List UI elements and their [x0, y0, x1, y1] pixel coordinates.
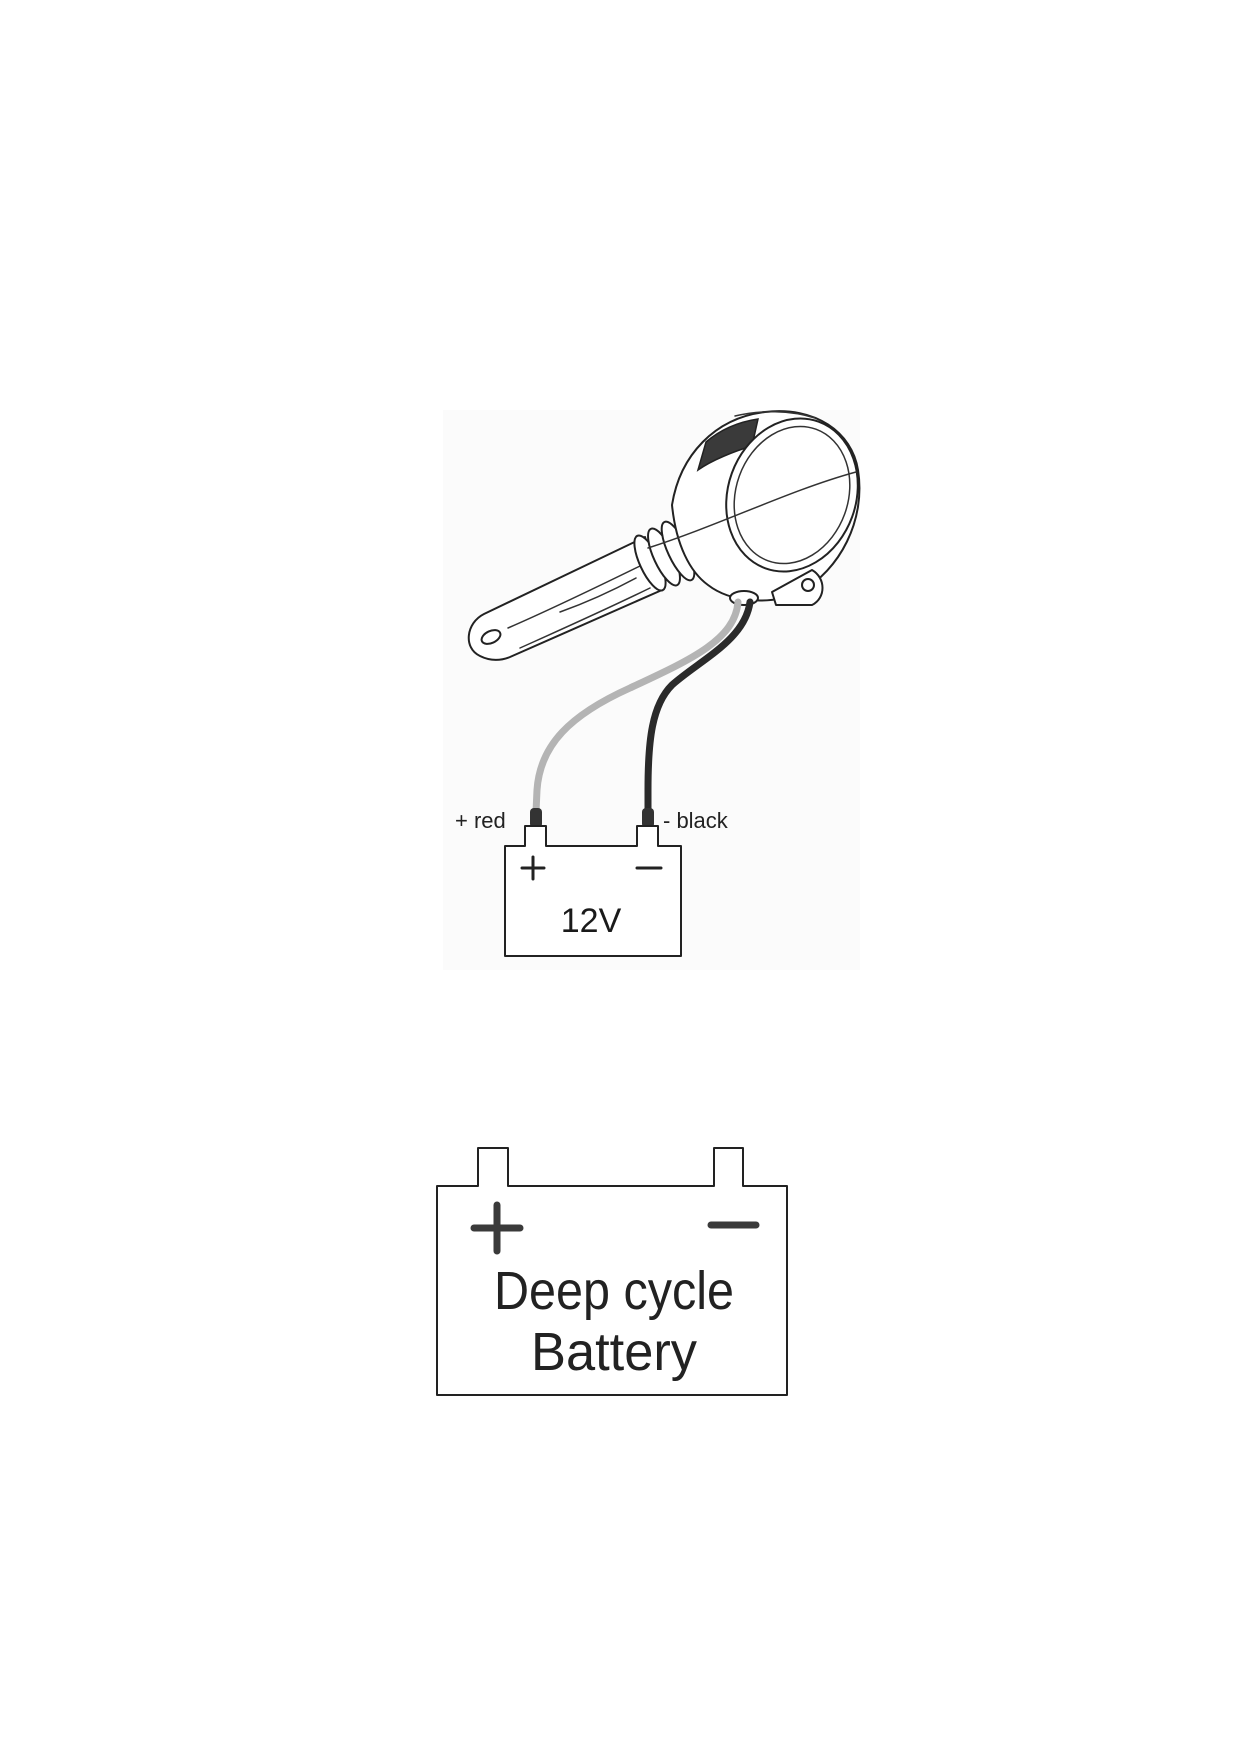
- head-face-ring: [733, 425, 851, 565]
- battery-12v-body: [504, 825, 682, 957]
- positive-wire: [532, 598, 742, 816]
- head-seam-line: [647, 471, 857, 549]
- handle-grip-ridge: [559, 577, 637, 613]
- positive-symbol: [470, 1201, 524, 1255]
- positive-symbol: [520, 855, 546, 881]
- wiring-figure: + red - black 12V: [443, 410, 861, 970]
- handle-body: [467, 536, 663, 661]
- deep-cycle-battery: Deep cycle Battery: [436, 1147, 788, 1396]
- negative-wire-label: - black: [663, 808, 729, 833]
- wire-bushing: [729, 590, 759, 606]
- head-display-band: [696, 418, 759, 472]
- motor-head: [647, 410, 861, 606]
- battery-type-label-line2: Battery: [531, 1322, 697, 1382]
- battery-voltage-label: 12V: [561, 902, 622, 940]
- positive-wire-label: + red: [455, 808, 506, 833]
- battery-12v: 12V: [504, 825, 682, 957]
- handle-tip-hole: [480, 629, 502, 645]
- deep-cycle-battery-body: [436, 1147, 788, 1396]
- handle-grip-line: [507, 565, 641, 629]
- head-face: [725, 417, 859, 573]
- head-top-lip: [734, 411, 816, 419]
- motor-handle: [467, 520, 696, 661]
- positive-wire-connector: [530, 808, 542, 828]
- battery-type-label-line1: Deep cycle: [494, 1261, 734, 1321]
- mount-hole: [801, 578, 815, 592]
- negative-wire-connector: [642, 808, 654, 828]
- handle-grip-edge: [519, 587, 651, 649]
- negative-wire: [644, 598, 754, 816]
